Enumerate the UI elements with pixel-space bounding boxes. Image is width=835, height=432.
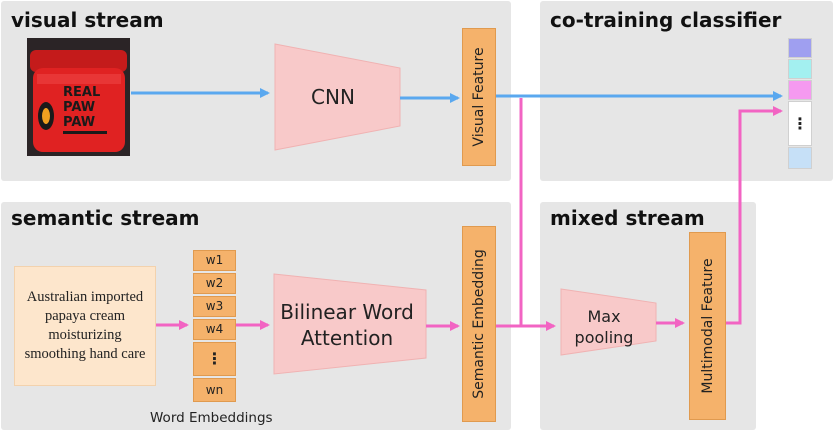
visual-feature-bar: Visual Feature [462,28,496,166]
bilinear-attention-block [273,273,427,375]
classifier-title: co-training classifier [550,8,782,32]
product-label-line-2: PAW [63,100,95,115]
product-image: REAL PAW PAW [27,38,130,156]
cnn-block [274,43,401,151]
max-pooling-block [560,288,657,356]
semantic-embedding-label: Semantic Embedding [471,249,487,399]
bilinear-attention-label-line-1: Bilinear Word [280,300,414,324]
bilinear-attention-label-line-2: Attention [301,326,393,350]
word-embedding-w1: w1 [193,250,236,271]
semantic-embedding-bar: Semantic Embedding [462,226,496,422]
word-embeddings-caption: Word Embeddings [150,410,273,426]
max-pooling-label-line-1: Max [587,307,620,326]
word-embedding-w2: w2 [193,273,236,294]
classifier-cell-last [788,147,812,169]
mixed-stream-title: mixed stream [550,206,705,230]
visual-stream-title: visual stream [11,8,164,32]
word-embedding-w4: w4 [193,319,236,340]
classifier-panel [540,1,833,181]
product-label-line-1: REAL [63,85,100,100]
cnn-label: CNN [311,85,355,109]
classifier-cell-ellipsis: ⋮ [788,101,812,146]
word-embedding-w3: w3 [193,296,236,317]
visual-feature-label: Visual Feature [471,47,487,147]
product-description: Australian imported papaya cream moistur… [14,266,156,386]
word-embedding-wn: wn [193,378,236,402]
classifier-cell-3 [788,80,812,100]
max-pooling-label-line-2: pooling [575,328,634,347]
multimodal-feature-bar: Multimodal Feature [689,232,726,420]
word-embedding-ellipsis: ⋮ [193,342,236,376]
product-label-line-3: PAW [63,115,95,130]
classifier-cell-1 [788,38,812,58]
multimodal-feature-label: Multimodal Feature [699,258,716,394]
classifier-cell-2 [788,59,812,79]
semantic-stream-title: semantic stream [11,206,200,230]
arrow-multimodal-to-classifier [726,106,783,325]
